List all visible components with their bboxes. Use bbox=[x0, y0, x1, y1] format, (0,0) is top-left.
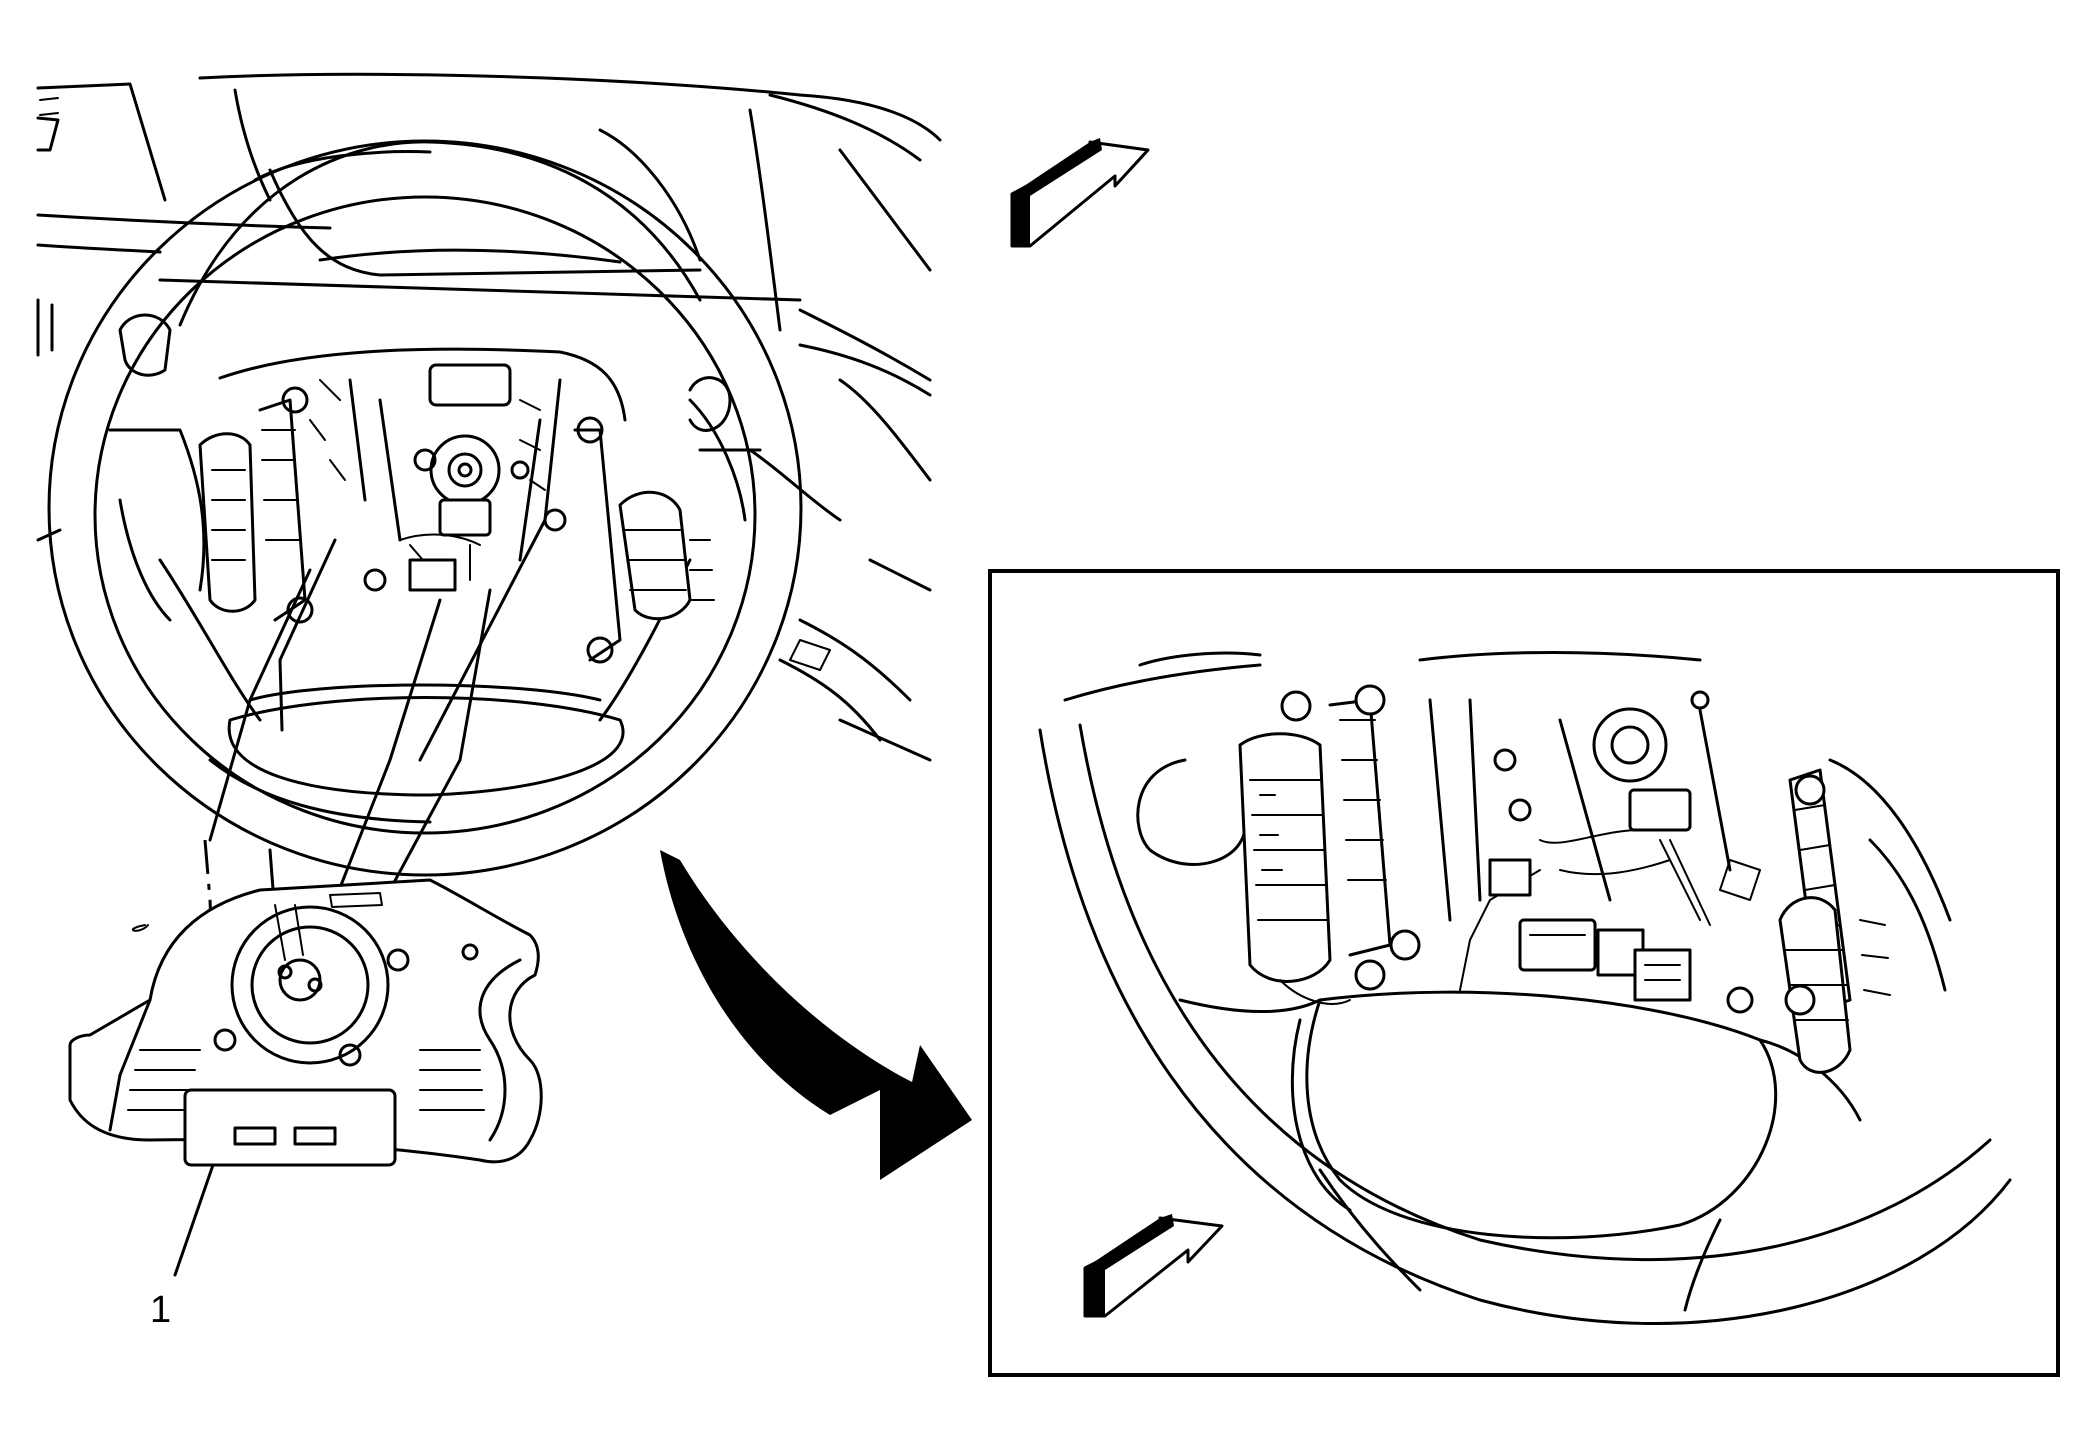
airbag-module bbox=[68, 878, 543, 1167]
view-arrow-icon bbox=[1010, 138, 1150, 248]
steering-wheel-hub bbox=[218, 347, 627, 592]
steering-wheel bbox=[47, 108, 803, 877]
curved-arrow-icon bbox=[660, 850, 972, 1180]
main-view: 1 bbox=[36, 72, 942, 1331]
callout-1: 1 bbox=[150, 1163, 215, 1331]
dashboard-outline bbox=[36, 72, 942, 762]
view-arrow-icon-detail bbox=[1083, 1214, 1224, 1318]
callout-1-label: 1 bbox=[150, 1289, 171, 1331]
right-switch-pad bbox=[573, 416, 715, 664]
left-switch-pad bbox=[198, 386, 314, 624]
